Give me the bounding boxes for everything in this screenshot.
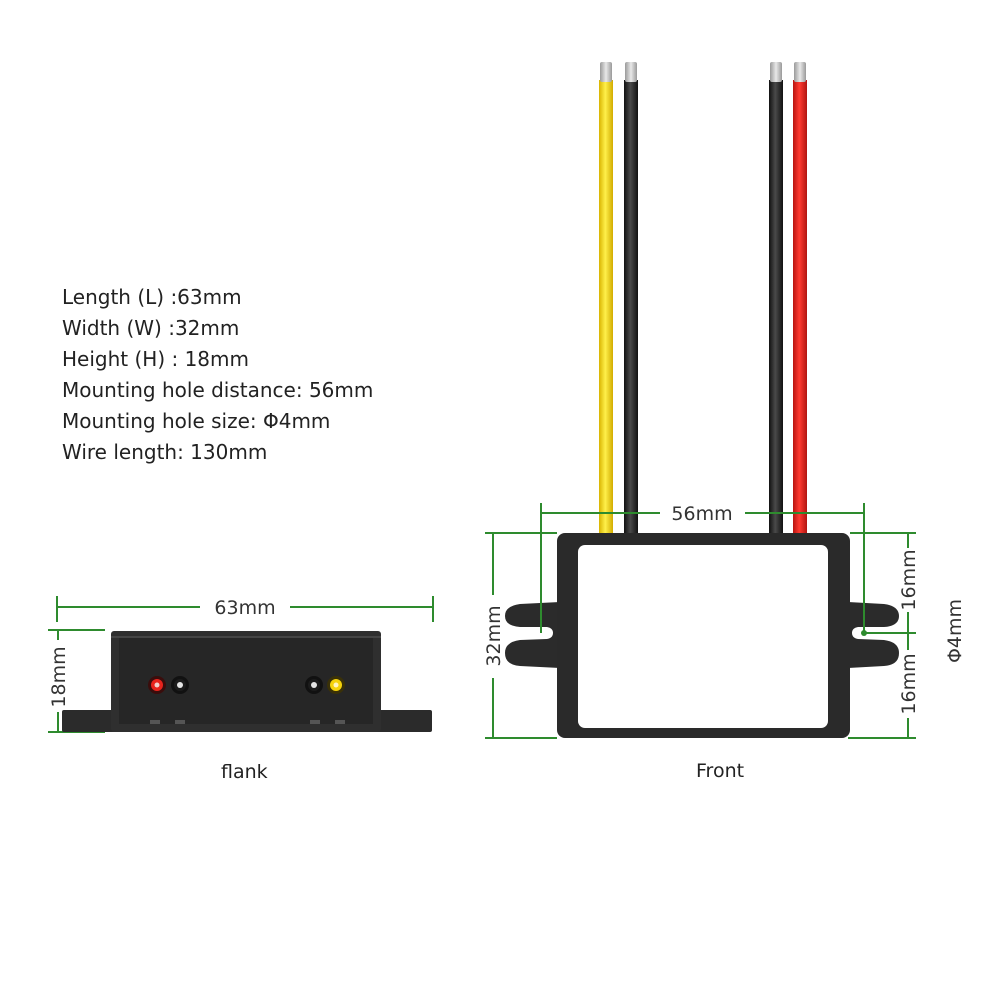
spec-hole-distance: Mounting hole distance: 56mm (62, 378, 374, 402)
front-view: 56mm 32mm 16mm 16mm Φ4mm (483, 62, 966, 739)
front-lower-offset-label: 16mm (898, 653, 920, 714)
front-width-label: 32mm (483, 605, 505, 666)
flank-length-label: 63mm (214, 597, 275, 619)
mounting-ears (505, 602, 899, 668)
spec-length: Length (L) :63mm (62, 285, 242, 309)
front-upper-offset-label: 16mm (898, 549, 920, 610)
front-hole-distance-label: 56mm (671, 503, 732, 525)
front-hole-size-label: Φ4mm (944, 599, 966, 663)
front-caption: Front (696, 760, 745, 782)
flank-view: 63mm 18mm (48, 596, 434, 733)
front-offset-dimension (848, 532, 916, 739)
front-wires (599, 62, 807, 542)
flank-caption: flank (221, 761, 268, 783)
flank-height-label: 18mm (48, 646, 70, 707)
hole-marker-dot (861, 630, 867, 636)
front-width-dimension (485, 532, 557, 739)
spec-height: Height (H) : 18mm (62, 347, 249, 371)
spec-wire-length: Wire length: 130mm (62, 440, 268, 464)
flank-length-dimension (56, 596, 434, 622)
spec-list: Length (L) :63mm Width (W) :32mm Height … (62, 282, 373, 468)
front-housing (557, 533, 850, 738)
flank-wire-ends (148, 676, 345, 694)
spec-width: Width (W) :32mm (62, 316, 240, 340)
flank-housing (62, 631, 432, 732)
front-hole-distance-dimension (540, 503, 865, 633)
spec-hole-size: Mounting hole size: Φ4mm (62, 409, 331, 433)
